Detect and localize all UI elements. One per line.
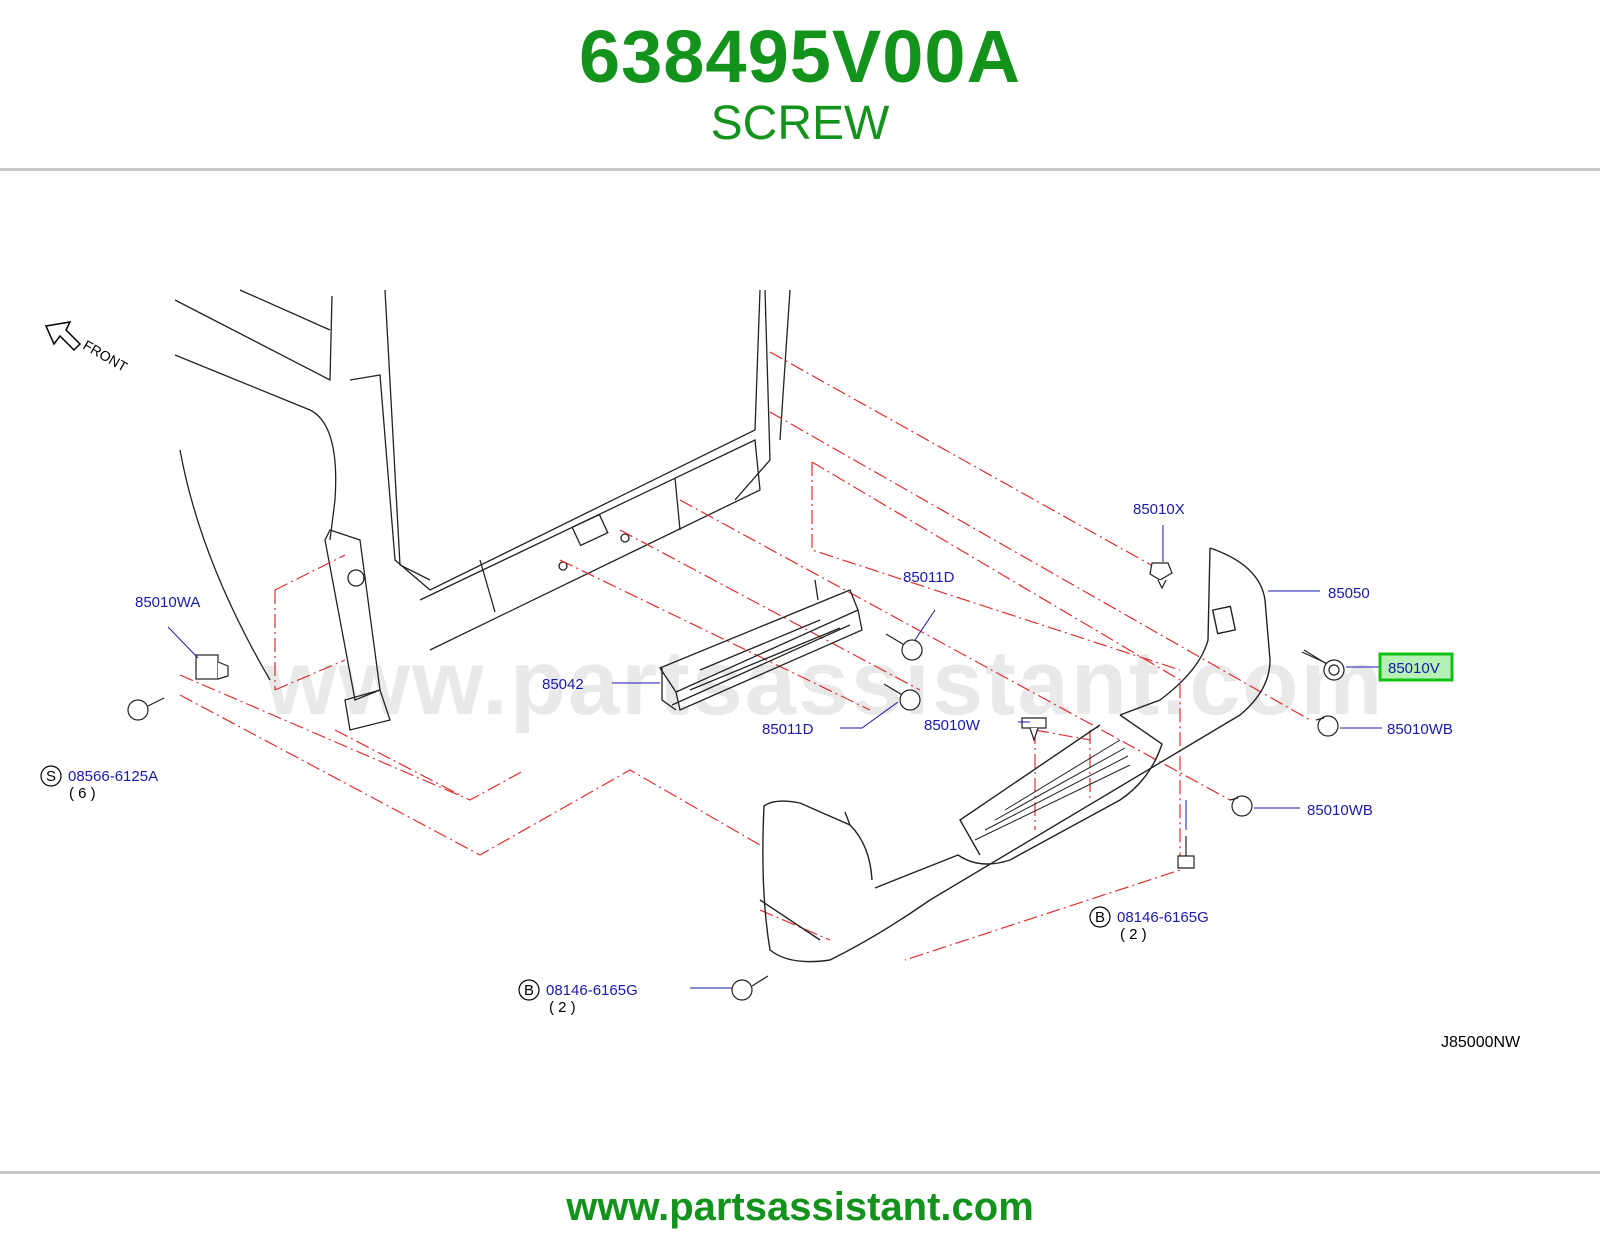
rear-bumper-fascia [759,547,1271,963]
clip-85010W-icon [1021,717,1047,742]
badge-b-left: B [518,979,540,1001]
clip-85010X-icon [1149,562,1173,590]
callout-85010W[interactable]: 85010W [924,717,981,734]
watermark: www.partsassistant.com [264,632,1384,734]
leader-lines [167,525,1382,989]
callout-85011D-lower[interactable]: 85011D [762,721,814,738]
screw-08566-icon [127,697,165,721]
front-arrow-icon [44,321,82,352]
bolt-08146-right-icon [1177,836,1195,869]
callout-85010WA[interactable]: 85010WA [135,594,200,611]
callout-85050[interactable]: 85050 [1328,585,1370,602]
callout-85010V[interactable]: 85010V [1388,660,1440,677]
header-divider [0,168,1600,171]
clip-85010WB-lower-icon [1229,795,1253,817]
quantity-08146-right: ( 2 ) [1120,926,1147,943]
callout-85042[interactable]: 85042 [542,676,584,693]
footer-website-link[interactable]: www.partsassistant.com [566,1185,1034,1229]
callout-08146-6165G-left[interactable]: 08146-6165G [546,982,638,999]
alignment-lines [179,351,1311,961]
front-label: FRONT [81,337,131,375]
highlight-box-85010V[interactable]: 85010V [1378,652,1454,682]
screw-85010V-icon [1301,649,1345,681]
bolt-85011D-upper-icon [885,633,923,661]
part-number-title: 638495V00A [578,15,1022,98]
clip-85010WB-upper-icon [1315,715,1339,737]
callout-85010WB-lower[interactable]: 85010WB [1307,802,1373,819]
svg-text:B: B [524,982,534,999]
callout-85010WB-upper[interactable]: 85010WB [1387,721,1453,738]
footer-divider [0,1171,1600,1174]
bumper-step-pad [974,739,1131,841]
svg-text:B: B [1095,909,1105,926]
part-description: SCREW [710,97,890,150]
quantity-08566: ( 6 ) [69,785,96,802]
header: 638495V00A SCREW [0,0,1600,170]
callout-08566-6125A[interactable]: 08566-6125A [68,768,158,785]
svg-text:S: S [46,768,56,785]
parts-diagram-svg: www.partsassistant.com FRONT [40,289,1521,1051]
diagram-reference-code: J85000NW [1441,1034,1521,1051]
callout-85010X[interactable]: 85010X [1133,501,1185,518]
badge-b-right: B [1089,906,1111,928]
callout-85011D-upper[interactable]: 85011D [903,569,955,586]
bolt-08146-left-icon [731,975,769,1001]
badge-s: S [40,765,62,787]
vehicle-body-panel [174,289,791,731]
clip-85010WA-icon [195,654,229,680]
quantity-08146-left: ( 2 ) [549,999,576,1016]
callout-08146-6165G-right[interactable]: 08146-6165G [1117,909,1209,926]
bumper-reinforcement [659,579,863,711]
bolt-85011D-lower-icon [883,683,921,711]
parts-diagram: www.partsassistant.com FRONT [0,172,1600,1168]
